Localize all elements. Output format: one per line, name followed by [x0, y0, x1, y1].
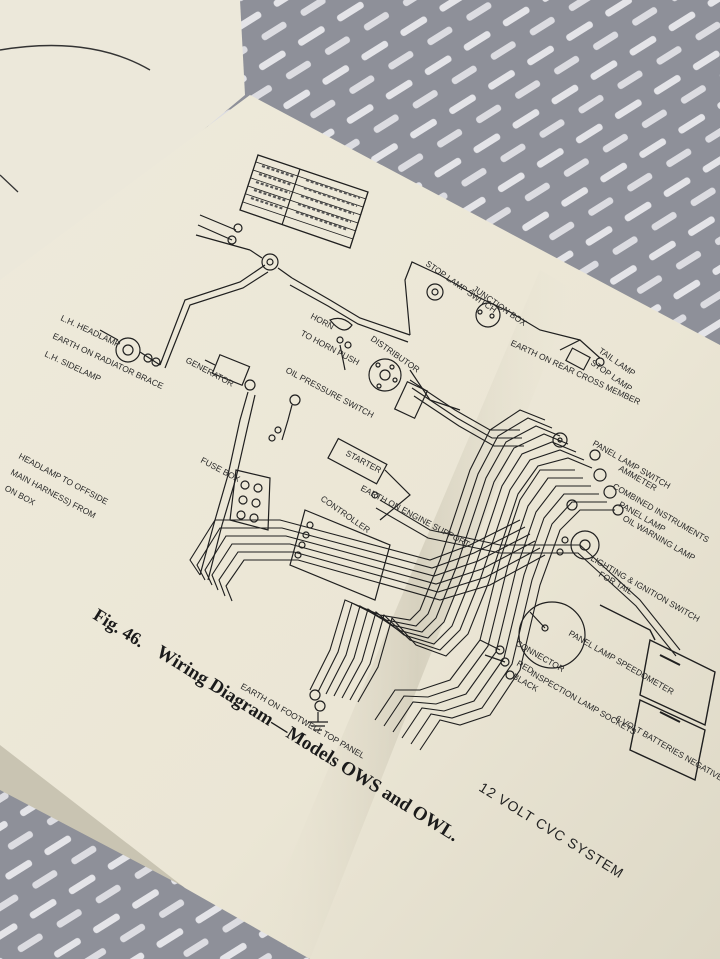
junction-box [439, 274, 581, 341]
fuse-box [229, 469, 271, 531]
starter-motor [327, 437, 411, 521]
rh-headlamp-cluster [195, 214, 293, 279]
colour-code-table [239, 154, 369, 249]
page-gutter [260, 270, 575, 959]
stop-lamp-switch [404, 261, 444, 336]
lighting-ignition-switch [556, 530, 600, 560]
horn [329, 317, 353, 371]
speedometer [518, 601, 586, 669]
panel-lamp-switch [552, 432, 601, 461]
wire-bundle [189, 379, 681, 751]
batteries [599, 604, 716, 782]
previous-page [0, 0, 245, 300]
generator [199, 353, 256, 581]
main-harness-left [159, 264, 411, 369]
inspection-lamp-connector [479, 639, 515, 680]
combined-instruments [566, 468, 624, 516]
oil-pressure-switch [268, 394, 301, 442]
tail-lamp [559, 339, 605, 371]
footwell-earth [308, 689, 328, 731]
wiring-diagram [99, 154, 716, 782]
previous-page-curve [0, 44, 151, 71]
lh-headlamp [99, 329, 161, 367]
